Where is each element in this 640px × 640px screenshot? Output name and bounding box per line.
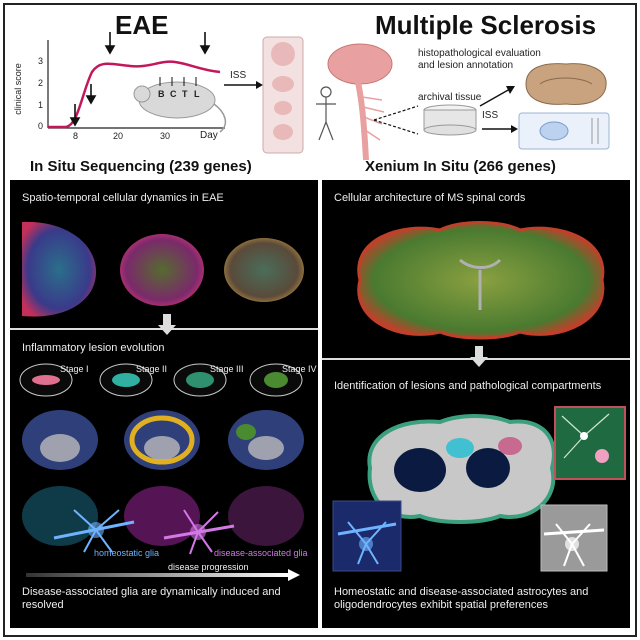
stage-1-label: Stage I: [60, 364, 89, 374]
iss-down-arrow: [158, 314, 176, 335]
ms-cord-architecture: [357, 221, 605, 340]
progression-label: disease progression: [168, 562, 249, 572]
lesion-sections-row: [22, 410, 304, 470]
eae-sections-row: [22, 221, 304, 317]
eae-title: EAE: [115, 10, 169, 40]
y-tick-3: 3: [38, 56, 44, 66]
xenium-top-caption: Cellular architecture of MS spinal cords: [334, 192, 526, 204]
x-tick-8: 8: [73, 131, 79, 141]
brain-body-illustration: [316, 43, 393, 161]
y-tick-1: 1: [38, 100, 44, 110]
histo-arrow: [479, 86, 515, 107]
histo-label: histopathological evaluation and lesion …: [418, 48, 541, 71]
ms-title: Multiple Sclerosis: [375, 10, 597, 40]
iss-arrow-left: [224, 81, 263, 89]
mouse-icon: [138, 81, 216, 119]
iss-lesion-caption: Inflammatory lesion evolution: [22, 342, 165, 354]
stage-3-label: Stage III: [210, 364, 244, 374]
disease-glia-inset: [540, 504, 608, 572]
iss-arrow-right: [482, 125, 518, 133]
iss-label-right: ISS: [482, 110, 499, 121]
stage-4-label: Stage IV: [282, 364, 317, 374]
iss-section-title: In Situ Sequencing (239 genes): [30, 158, 252, 175]
xenium-section-title: Xenium In Situ (266 genes): [365, 158, 556, 175]
astrocyte-inset: [554, 406, 626, 480]
histology-section: [525, 63, 607, 105]
glia-sections-row: [22, 486, 304, 555]
homeostatic-glia-label: homeostatic glia: [94, 548, 160, 558]
region-t: T: [182, 89, 188, 99]
x-tick-30: 30: [160, 131, 171, 141]
iss-label-left: ISS: [230, 70, 247, 81]
xenium-down-arrow: [470, 346, 488, 367]
cord-section-2: [224, 238, 304, 302]
y-tick-0: 0: [38, 121, 44, 131]
xenium-bottom-caption: Homeostatic and disease-associated astro…: [334, 586, 589, 611]
disease-glia-label: disease-associated glia: [214, 548, 308, 558]
brain-icon: [327, 43, 393, 85]
eae-slide: [262, 36, 304, 154]
human-body-icon: [316, 86, 336, 141]
clinical-score-curve: [48, 60, 221, 129]
region-c: C: [170, 89, 177, 99]
stage-bubbles: [19, 363, 303, 397]
y-axis-label: clinical score: [12, 63, 23, 115]
progression-arrow: [26, 569, 300, 581]
iss-top-caption: Spatio-temporal cellular dynamics in EAE: [22, 192, 224, 204]
clinical-score-chart: [47, 32, 227, 133]
region-l: L: [194, 89, 200, 99]
x-tick-20: 20: [113, 131, 124, 141]
stage-2-label: Stage II: [136, 364, 168, 374]
homeostatic-glia-icon: [53, 509, 135, 553]
ms-lesion-map: [367, 414, 556, 524]
x-axis-label: Day: [200, 130, 218, 141]
xenium-lesion-caption: Identification of lesions and pathologic…: [334, 380, 602, 392]
dashed-arrows: [373, 105, 419, 135]
region-b: B: [158, 89, 165, 99]
cord-section-1: [120, 234, 204, 306]
archival-tissue-block: [423, 104, 477, 136]
ms-slide: [518, 112, 610, 150]
y-tick-2: 2: [38, 78, 44, 88]
iss-bottom-caption: Disease-associated glia are dynamically …: [22, 586, 281, 611]
homeostatic-glia-inset: [332, 500, 402, 572]
brain-section: [22, 221, 96, 317]
archival-tissue-label: archival tissue: [418, 92, 482, 103]
disease-glia-icon: [163, 509, 235, 555]
